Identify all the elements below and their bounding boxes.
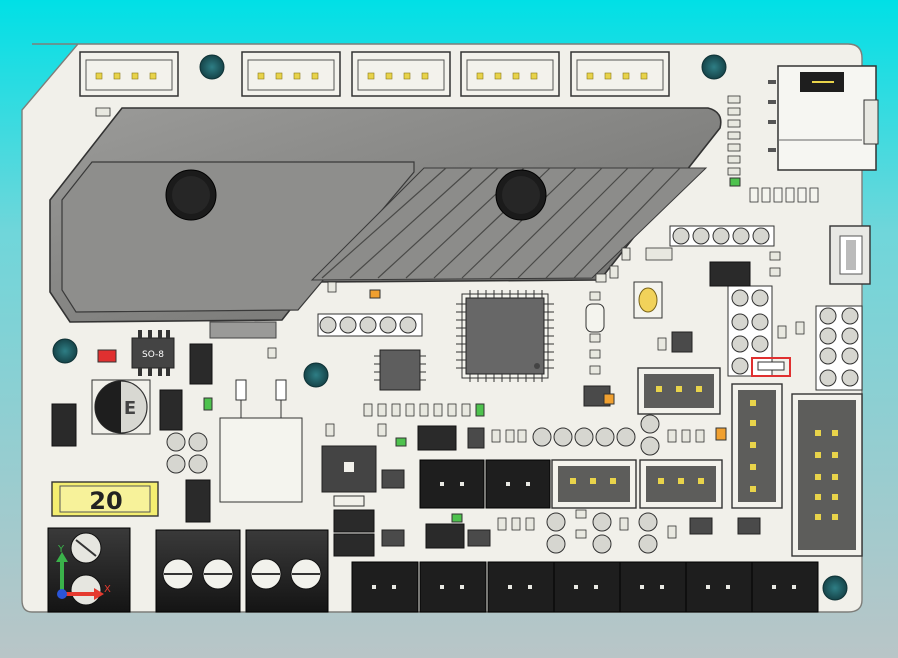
mount-hole — [199, 54, 225, 80]
reset-button — [633, 281, 663, 319]
dpak-transistor — [321, 445, 377, 507]
pin-header-row-5 — [669, 225, 775, 247]
resistor-array — [749, 187, 819, 203]
heatsink — [49, 107, 722, 339]
top-header-3 — [351, 51, 451, 97]
mcu-chip — [456, 290, 554, 382]
axis-x-label: X — [104, 584, 111, 595]
coordinate-axis-icon: Y X — [56, 544, 111, 600]
top-header-5 — [570, 51, 670, 97]
gray-3pin-connector — [551, 459, 637, 509]
pin-header-2x3-bottom — [546, 512, 658, 554]
highlight-jumper — [751, 357, 791, 377]
fuse: 20 — [51, 481, 159, 517]
mount-hole — [822, 575, 848, 601]
ic-small-soic — [374, 349, 426, 391]
screw-terminal-2 — [245, 529, 329, 613]
screw-terminal-1 — [155, 529, 241, 613]
micro-usb-connector — [829, 225, 871, 285]
mount-hole — [52, 338, 78, 364]
pin-header-2x4-right — [815, 305, 863, 391]
gray-5pin-vertical — [731, 383, 783, 509]
smd-diodes — [51, 261, 751, 557]
electrolytic-capacitor: E — [91, 379, 151, 435]
top-header-2 — [241, 51, 341, 97]
mosfet-to252 — [219, 379, 303, 503]
gray-2x5-header — [791, 393, 863, 557]
mount-hole — [701, 54, 727, 80]
smd-leds — [97, 177, 741, 523]
top-header-1 — [79, 51, 179, 97]
sot23-chip — [381, 331, 761, 547]
mount-hole — [303, 362, 329, 388]
axis-y-label: Y — [57, 544, 65, 555]
crystal — [585, 303, 605, 333]
pin-header-2x2 — [166, 432, 208, 474]
svg-text:E: E — [124, 398, 136, 419]
so8-regulator: SO-8 — [131, 330, 175, 376]
so8-label: SO-8 — [142, 350, 164, 360]
bottom-connector-row — [351, 561, 819, 613]
top-header-4 — [460, 51, 560, 97]
fuse-value: 20 — [89, 487, 122, 515]
gray-3pin-connector — [637, 367, 721, 415]
sd-card-slot — [768, 65, 879, 171]
pin-header-row-5b — [532, 414, 660, 456]
pin-header-row-6 — [317, 313, 423, 337]
smd-resistor-column — [727, 95, 741, 176]
gray-3pin-connector — [639, 459, 723, 509]
mid-connectors-black — [419, 459, 551, 509]
smd-resistor-rows — [95, 107, 805, 539]
